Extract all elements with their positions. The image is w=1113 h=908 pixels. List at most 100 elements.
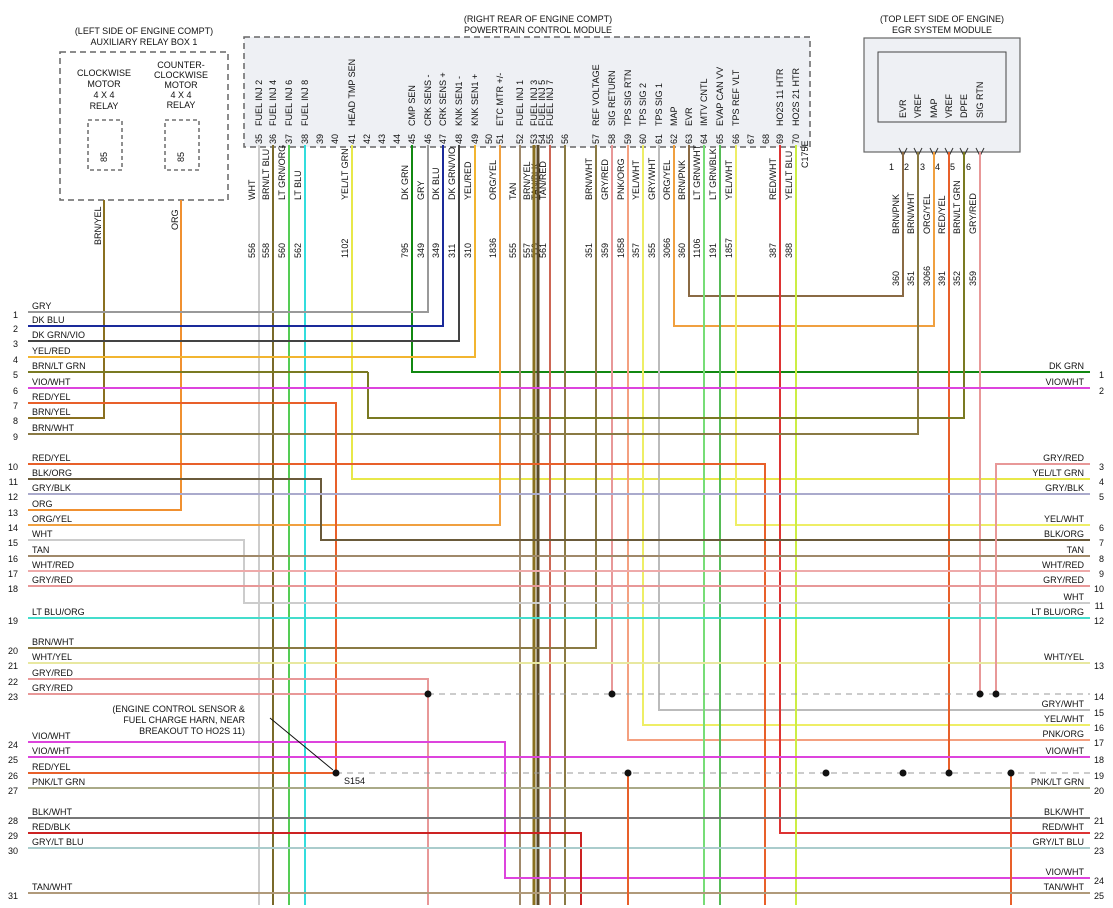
right-wire-number: 18 <box>1094 755 1104 765</box>
wire-pcm-47 <box>28 145 444 327</box>
right-wire-label: GRY/RED <box>1043 575 1084 585</box>
pcm-circuit-number: 349 <box>431 243 441 258</box>
pcm-wire-label: ORG/YEL <box>488 160 498 200</box>
pcm-wire-label: YEL/RED <box>463 161 473 200</box>
egr-circuit-number: 3066 <box>922 266 932 286</box>
right-wire-label: YEL/LT GRN <box>1032 468 1084 478</box>
svg-text:BREAKOUT TO HO2S 11): BREAKOUT TO HO2S 11) <box>139 726 245 736</box>
left-wire-number: 12 <box>8 492 18 502</box>
right-wire-number: 7 <box>1099 538 1104 548</box>
egr-pin-name: SIG RTN <box>975 82 985 118</box>
left-wire-number: 7 <box>13 401 18 411</box>
left-wire-label: WHT/YEL <box>32 652 72 662</box>
left-wire-label: RED/YEL <box>32 453 71 463</box>
egr-pin-number: 4 <box>935 162 940 172</box>
egr-pin-number: 5 <box>950 162 955 172</box>
right-wire-number: 13 <box>1094 661 1104 671</box>
wire-h-24 <box>28 741 1090 879</box>
pcm-pin-name: MAP <box>669 106 679 126</box>
pcm-circuit-number: 558 <box>261 243 271 258</box>
pcm-pin-name: TPS SIG 1 <box>654 83 664 126</box>
right-wire-number: 11 <box>1095 601 1104 611</box>
left-wire-label: VIO/WHT <box>32 731 71 741</box>
wire-pcm-49 <box>28 145 476 358</box>
pcm-wire-label: BRN/LT BLU <box>261 149 271 200</box>
right-wire-number: 9 <box>1099 569 1104 579</box>
left-wire-number: 6 <box>13 386 18 396</box>
pcm-wire-label: GRY/RED <box>600 159 610 200</box>
egr-pin-name: DPFE <box>959 94 969 118</box>
pcm-pin-name: FUEL INJ 3 <box>529 80 539 126</box>
wire-h-r3 <box>995 463 1090 694</box>
left-wire-label: GRY/RED <box>32 575 73 585</box>
pcm-pin-name: REF VOLTAGE <box>591 64 601 126</box>
egr-pin-number: 3 <box>920 162 925 172</box>
pcm-pin-number: 42 <box>362 134 372 144</box>
pcm-pin-name: FUEL INJ 2 <box>254 80 264 126</box>
left-wire-label: TAN <box>32 545 49 555</box>
right-wire-label: GRY/RED <box>1043 453 1084 463</box>
left-wire-label: BRN/YEL <box>32 407 71 417</box>
right-wire-number: 3 <box>1099 462 1104 472</box>
pcm-circuit-number: 795 <box>400 243 410 258</box>
pcm-wire-label: YEL/WHT <box>631 159 641 200</box>
pin-cw-85: 85 <box>99 152 109 162</box>
svg-text:4 X 4: 4 X 4 <box>170 90 191 100</box>
pcm-wire-label: GRY/WHT <box>647 157 657 200</box>
pcm-pin-number: 62 <box>669 134 679 144</box>
pcm-pin-name: CRK SENS - <box>423 74 433 126</box>
right-wire-number: 25 <box>1094 891 1104 901</box>
left-wire-label: TAN/WHT <box>32 882 73 892</box>
relay-ccw-label: COUNTER- CLOCKWISE MOTOR 4 X 4 RELAY <box>154 60 208 110</box>
right-wire-label: BLK/WHT <box>1044 807 1085 817</box>
egr-circuit-number: 359 <box>968 271 978 286</box>
pcm-wire-label: DK GRN <box>400 165 410 200</box>
wire-pcm-67 <box>735 145 1090 526</box>
pcm-pin-name: ETC MTR +/- <box>495 73 505 126</box>
wire-h-11 <box>28 478 1090 541</box>
left-wire-number: 21 <box>8 661 18 671</box>
pcm-pin-name: FUEL INJ 1 <box>515 80 525 126</box>
wire-pcm-61 <box>642 145 1090 726</box>
wire-brn-yel <box>28 200 105 419</box>
egr-wire-label: RED/YEL <box>937 195 947 234</box>
pcm-circuit-number: 555 <box>508 243 518 258</box>
left-wire-label: DK GRN/VIO <box>32 330 85 340</box>
left-wire-label: GRY/RED <box>32 683 73 693</box>
right-wire-number: 14 <box>1094 692 1104 702</box>
left-wire-label: WHT <box>32 529 53 539</box>
splice-dots <box>332 690 1015 777</box>
pcm-wire-label: YEL/WHT <box>724 159 734 200</box>
wire-h-29 <box>28 832 582 905</box>
pcm-pin-number: 64 <box>699 134 709 144</box>
wire-h-7 <box>28 402 337 773</box>
right-wire-label: GRY/LT BLU <box>1032 837 1084 847</box>
aux-header-location: (LEFT SIDE OF ENGINE COMPT) <box>75 26 213 36</box>
right-wire-number: 12 <box>1094 616 1104 626</box>
egr-wire-label: GRY/RED <box>968 193 978 234</box>
left-wire-label: VIO/WHT <box>32 377 71 387</box>
pcm-pin-name: FUEL INJ 4 <box>268 80 278 126</box>
pcm-wire-label: LT GRN/BLK <box>708 148 718 200</box>
right-wire-number: 17 <box>1094 738 1104 748</box>
egr-pin-name: EVR <box>898 99 908 118</box>
pcm-pin-name: FUEL INJ 6 <box>284 80 294 126</box>
pcm-pin-number: 57 <box>591 134 601 144</box>
left-wire-number: 2 <box>13 324 18 334</box>
right-wire-label: PNK/ORG <box>1042 729 1084 739</box>
left-wire-label: LT BLU/ORG <box>32 607 85 617</box>
right-wire-label: TAN/WHT <box>1044 882 1085 892</box>
wire-h-22 <box>28 678 429 905</box>
left-wire-label: BLK/WHT <box>32 807 73 817</box>
pcm-pin-number: 54 <box>537 134 547 144</box>
pcm-circuit-number: 3066 <box>662 238 672 258</box>
right-wire-label: WHT/YEL <box>1044 652 1084 662</box>
pcm-wire-label: LT GRN/ORG <box>277 145 287 200</box>
pcm-pin-number: 40 <box>330 134 340 144</box>
left-wire-label: PNK/LT GRN <box>32 777 85 787</box>
left-wire-number: 29 <box>8 831 18 841</box>
pcm-pin-number: 56 <box>560 134 570 144</box>
wire-pcm-51 <box>28 145 501 526</box>
pcm-pin-name: KNK SEN1 + <box>470 74 480 126</box>
left-wire-number: 13 <box>8 508 18 518</box>
